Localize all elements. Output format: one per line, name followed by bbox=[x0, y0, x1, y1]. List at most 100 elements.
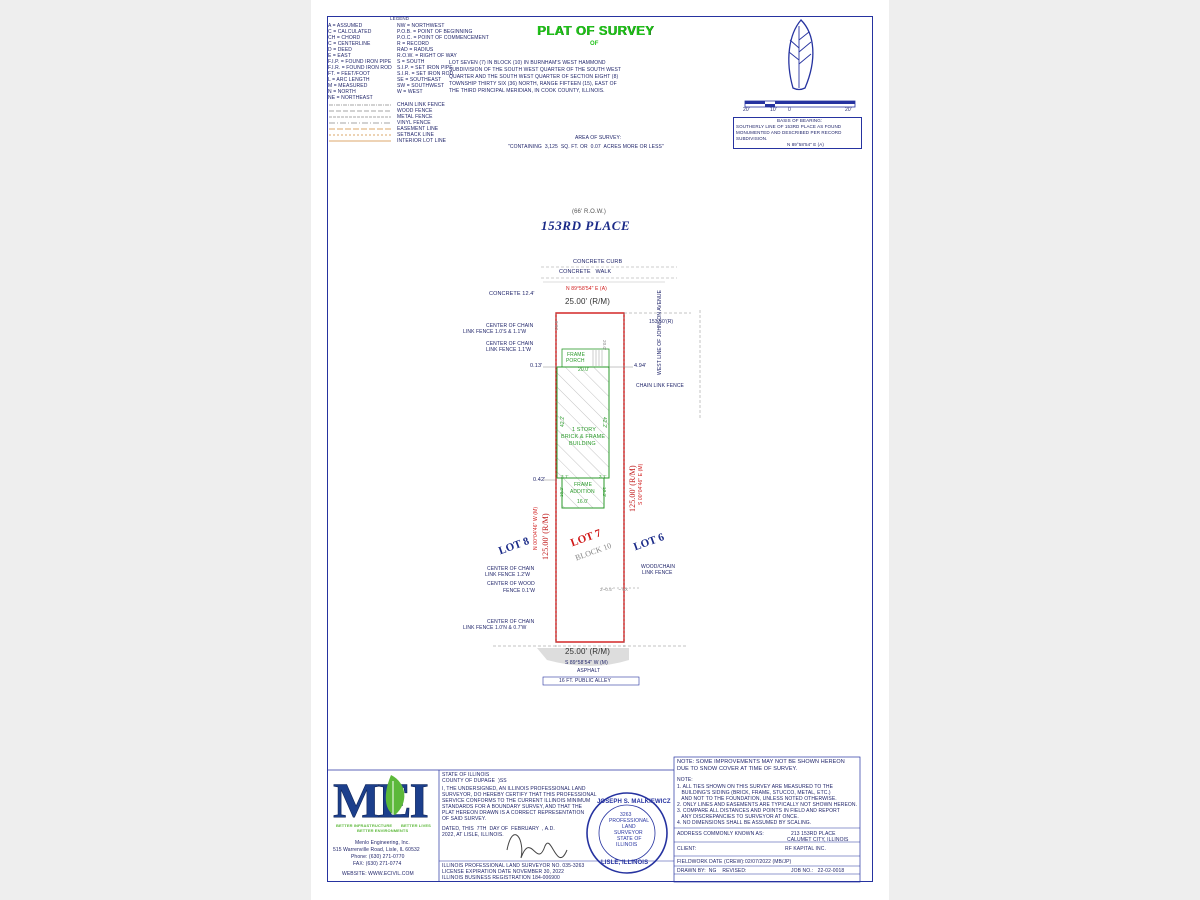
street-edges bbox=[541, 266, 677, 283]
legend-left-5: E = EAST bbox=[328, 53, 351, 59]
cert-3: SURVEYOR, DO HEREBY CERTIFY THAT THIS PR… bbox=[442, 792, 597, 798]
legend-right-1: P.O.B. = POINT OF BEGINNING bbox=[397, 29, 473, 35]
house-dim-r: 42.2' bbox=[601, 417, 607, 429]
cert-5: STANDARDS FOR A BOUNDARY SURVEY, AND THA… bbox=[442, 804, 583, 810]
setback-top-r: 20.0' bbox=[602, 340, 607, 351]
note-item-4: 3. COMPARE ALL DISTANCES AND POINTS IN F… bbox=[677, 808, 840, 814]
chain-right: CHAIN LINK FENCE bbox=[636, 383, 684, 389]
legend-left-4: D = DEED bbox=[328, 47, 353, 53]
legend-right-6: S = SOUTH bbox=[397, 59, 425, 65]
legend-right-10: SW = SOUTHWEST bbox=[397, 83, 445, 89]
legend-right-0: NW = NORTHWEST bbox=[397, 23, 445, 29]
cert-4: SERVICE CONFORMS TO THE CURRENT ILLINOIS… bbox=[442, 798, 591, 804]
legend-line-3: VINYL FENCE bbox=[397, 120, 431, 126]
note-item-6: 4. NO DIMENSIONS SHALL BE ASSUMED BY SCA… bbox=[677, 820, 812, 826]
porch-dim: 20.0' bbox=[578, 367, 590, 373]
scale-label-2: 0 bbox=[788, 107, 791, 113]
south-bearing: S 89°58'54" W (M) bbox=[565, 660, 608, 666]
note-left-1: LINK FENCE 1.0'S & 1.1'W bbox=[463, 329, 527, 335]
east-dim: 125.00' (R/M) bbox=[628, 465, 637, 512]
legend-left-0: A = ASSUMED bbox=[328, 23, 363, 29]
legend-heading: LEGEND bbox=[390, 16, 410, 21]
east-bearing: S 00°04'46" E (M) bbox=[638, 463, 644, 505]
survey-title-of: OF bbox=[590, 41, 599, 47]
address-label: ADDRESS COMMONLY KNOWN AS: bbox=[677, 831, 764, 837]
house-dim-l: 42.2' bbox=[560, 415, 566, 427]
note-item-3: 2. ONLY LINES AND EASEMENTS ARE TYPICALL… bbox=[677, 802, 858, 808]
addition-label-0: FRAME bbox=[574, 482, 592, 488]
small-dim-1: 3.1' bbox=[599, 474, 607, 479]
porch-label-1: PORCH bbox=[566, 358, 585, 364]
cert-13: ILLINOIS PROFESSIONAL LAND SURVEYOR NO. … bbox=[442, 863, 585, 869]
east-line-label: WEST LINE OF JOHNSON AVENUE bbox=[657, 289, 663, 375]
plat-drawing: MEI bbox=[327, 19, 861, 883]
legal-desc-3: TOWNSHIP THIRTY SIX (36) NORTH, RANGE FI… bbox=[449, 81, 617, 87]
alley-label: 16 FT. PUBLIC ALLEY bbox=[559, 678, 611, 684]
note-left-0: CENTER OF CHAIN bbox=[486, 323, 534, 329]
tagline-2: BETTER ENVIRONMENTS bbox=[357, 828, 409, 833]
note-left-lower-0: CENTER OF CHAIN bbox=[487, 566, 535, 572]
fieldwork-label: FIELDWORK DATE (CREW): bbox=[677, 859, 745, 865]
south-dim: 25.00' (R/M) bbox=[565, 647, 610, 656]
wood-chain-0: WOOD/CHAIN bbox=[641, 564, 676, 570]
legend-line-samples bbox=[329, 104, 391, 142]
seal-mid-2: SURVEYOR bbox=[614, 830, 643, 836]
alley-asphalt bbox=[493, 645, 687, 666]
fieldwork-date: 02/07/2022 (MB/JP) bbox=[745, 859, 792, 865]
street-name: 153RD PLACE bbox=[541, 218, 631, 233]
street-row: (66' R.O.W.) bbox=[572, 209, 607, 215]
seal-name: JOSEPH S. MALKIEWICZ bbox=[597, 799, 671, 805]
small-dim-3: 10.2' bbox=[602, 487, 607, 498]
setback-top-l: 20.0' bbox=[554, 319, 559, 330]
cert-0: STATE OF ILLINOIS bbox=[442, 772, 490, 778]
basis-of-bearing-box bbox=[733, 117, 862, 149]
small-dim-2: 10.2' bbox=[559, 486, 564, 497]
offset-494: 4.94' bbox=[634, 363, 647, 369]
notes-heading: NOTE: bbox=[677, 777, 693, 783]
note-left-lower-4: CENTER OF CHAIN bbox=[487, 619, 535, 625]
note-item-2: AND NOT TO THE FOUNDATION, UNLESS NOTED … bbox=[677, 796, 837, 802]
legend-line-4: EASEMENT LINE bbox=[397, 126, 439, 132]
house-label-2: BUILDING bbox=[569, 441, 596, 447]
survey-title: PLAT OF SURVEY bbox=[537, 23, 655, 38]
small-dim-0: 3.1' bbox=[561, 474, 569, 479]
cert-10: 2022, AT LISLE, ILLINOIS. bbox=[442, 832, 504, 838]
bearing-0: BASIS OF BEARING: bbox=[777, 118, 823, 123]
legend-line-0: CHAIN LINK FENCE bbox=[397, 102, 445, 108]
legend-line-6: INTERIOR LOT LINE bbox=[397, 138, 447, 144]
area-text: "CONTAINING 3,125 SQ. FT. OR 0.07 ACRES … bbox=[508, 144, 664, 150]
house-label-1: BRICK & FRAME bbox=[561, 434, 606, 440]
cert-9: DATED, THIS 7TH DAY OF FEBRUARY , A.D. bbox=[442, 826, 555, 832]
north-bearing: N 89°58'54" E (A) bbox=[566, 286, 607, 292]
offset-042: 0.42' bbox=[533, 477, 546, 483]
cert-6: PLAT HEREON DRAWN IS A CORRECT REPRESENT… bbox=[442, 810, 585, 816]
tagline-1: BETTER INFRASTRUCTURE bbox=[336, 823, 393, 828]
concrete-curb: CONCRETE CURB bbox=[573, 259, 623, 265]
survey-sheet: LEGEND A = ASSUMED C = CALCULATED CH = C… bbox=[311, 0, 889, 900]
note-item-5: ANY DISCREPANCIES TO SURVEYOR AT ONCE. bbox=[677, 814, 799, 820]
address-line-2: CALUMET CITY, ILLINOIS bbox=[787, 837, 849, 843]
legal-desc-2: QUARTER AND THE SOUTH WEST QUARTER OF SE… bbox=[449, 74, 619, 80]
concrete-dim: CONCRETE 12.4' bbox=[489, 291, 535, 297]
scale-label-0: 20' bbox=[743, 107, 750, 113]
asphalt-label: ASPHALT bbox=[577, 668, 601, 674]
legal-desc-4: THE THIRD PRINCIPAL MERIDIAN, IN COOK CO… bbox=[449, 88, 605, 94]
note-left-lower-3: FENCE 0.1'W bbox=[503, 588, 536, 594]
cert-2: I, THE UNDERSIGNED, AN ILLINOIS PROFESSI… bbox=[442, 786, 586, 792]
wood-chain-1: LINK FENCE bbox=[642, 570, 673, 576]
legend-right-5: R.O.W. = RIGHT OF WAY bbox=[397, 53, 457, 59]
legend-line-5: SETBACK LINE bbox=[397, 132, 435, 138]
legend-line-2: METAL FENCE bbox=[397, 114, 433, 120]
bearing-4: N 89°58'54" E (A) bbox=[787, 142, 824, 147]
legal-desc-0: LOT SEVEN (7) IN BLOCK (10) IN BURNHAM'S… bbox=[449, 60, 606, 66]
company-address: 515 Warrenville Road, Lisle, IL 60532 bbox=[333, 847, 420, 853]
legend-right-7: S.I.P. = SET IRON PIPE bbox=[397, 65, 453, 71]
legend-left-10: M = MEASURED bbox=[328, 83, 368, 89]
legend-left-7: F.I.R. = FOUND IRON ROD bbox=[328, 65, 392, 71]
legend-right-4: RAD = RADIUS bbox=[397, 47, 434, 53]
legend-line-1: WOOD FENCE bbox=[397, 108, 433, 114]
job-number: JOB NO.: 22-02-0018 bbox=[791, 868, 845, 874]
legend-right-3: R = RECORD bbox=[397, 41, 429, 47]
snow-note-1: DUE TO SNOW COVER AT TIME OF SURVEY. bbox=[677, 766, 798, 772]
note-left-3: LINK FENCE 1.1'W bbox=[486, 347, 532, 353]
